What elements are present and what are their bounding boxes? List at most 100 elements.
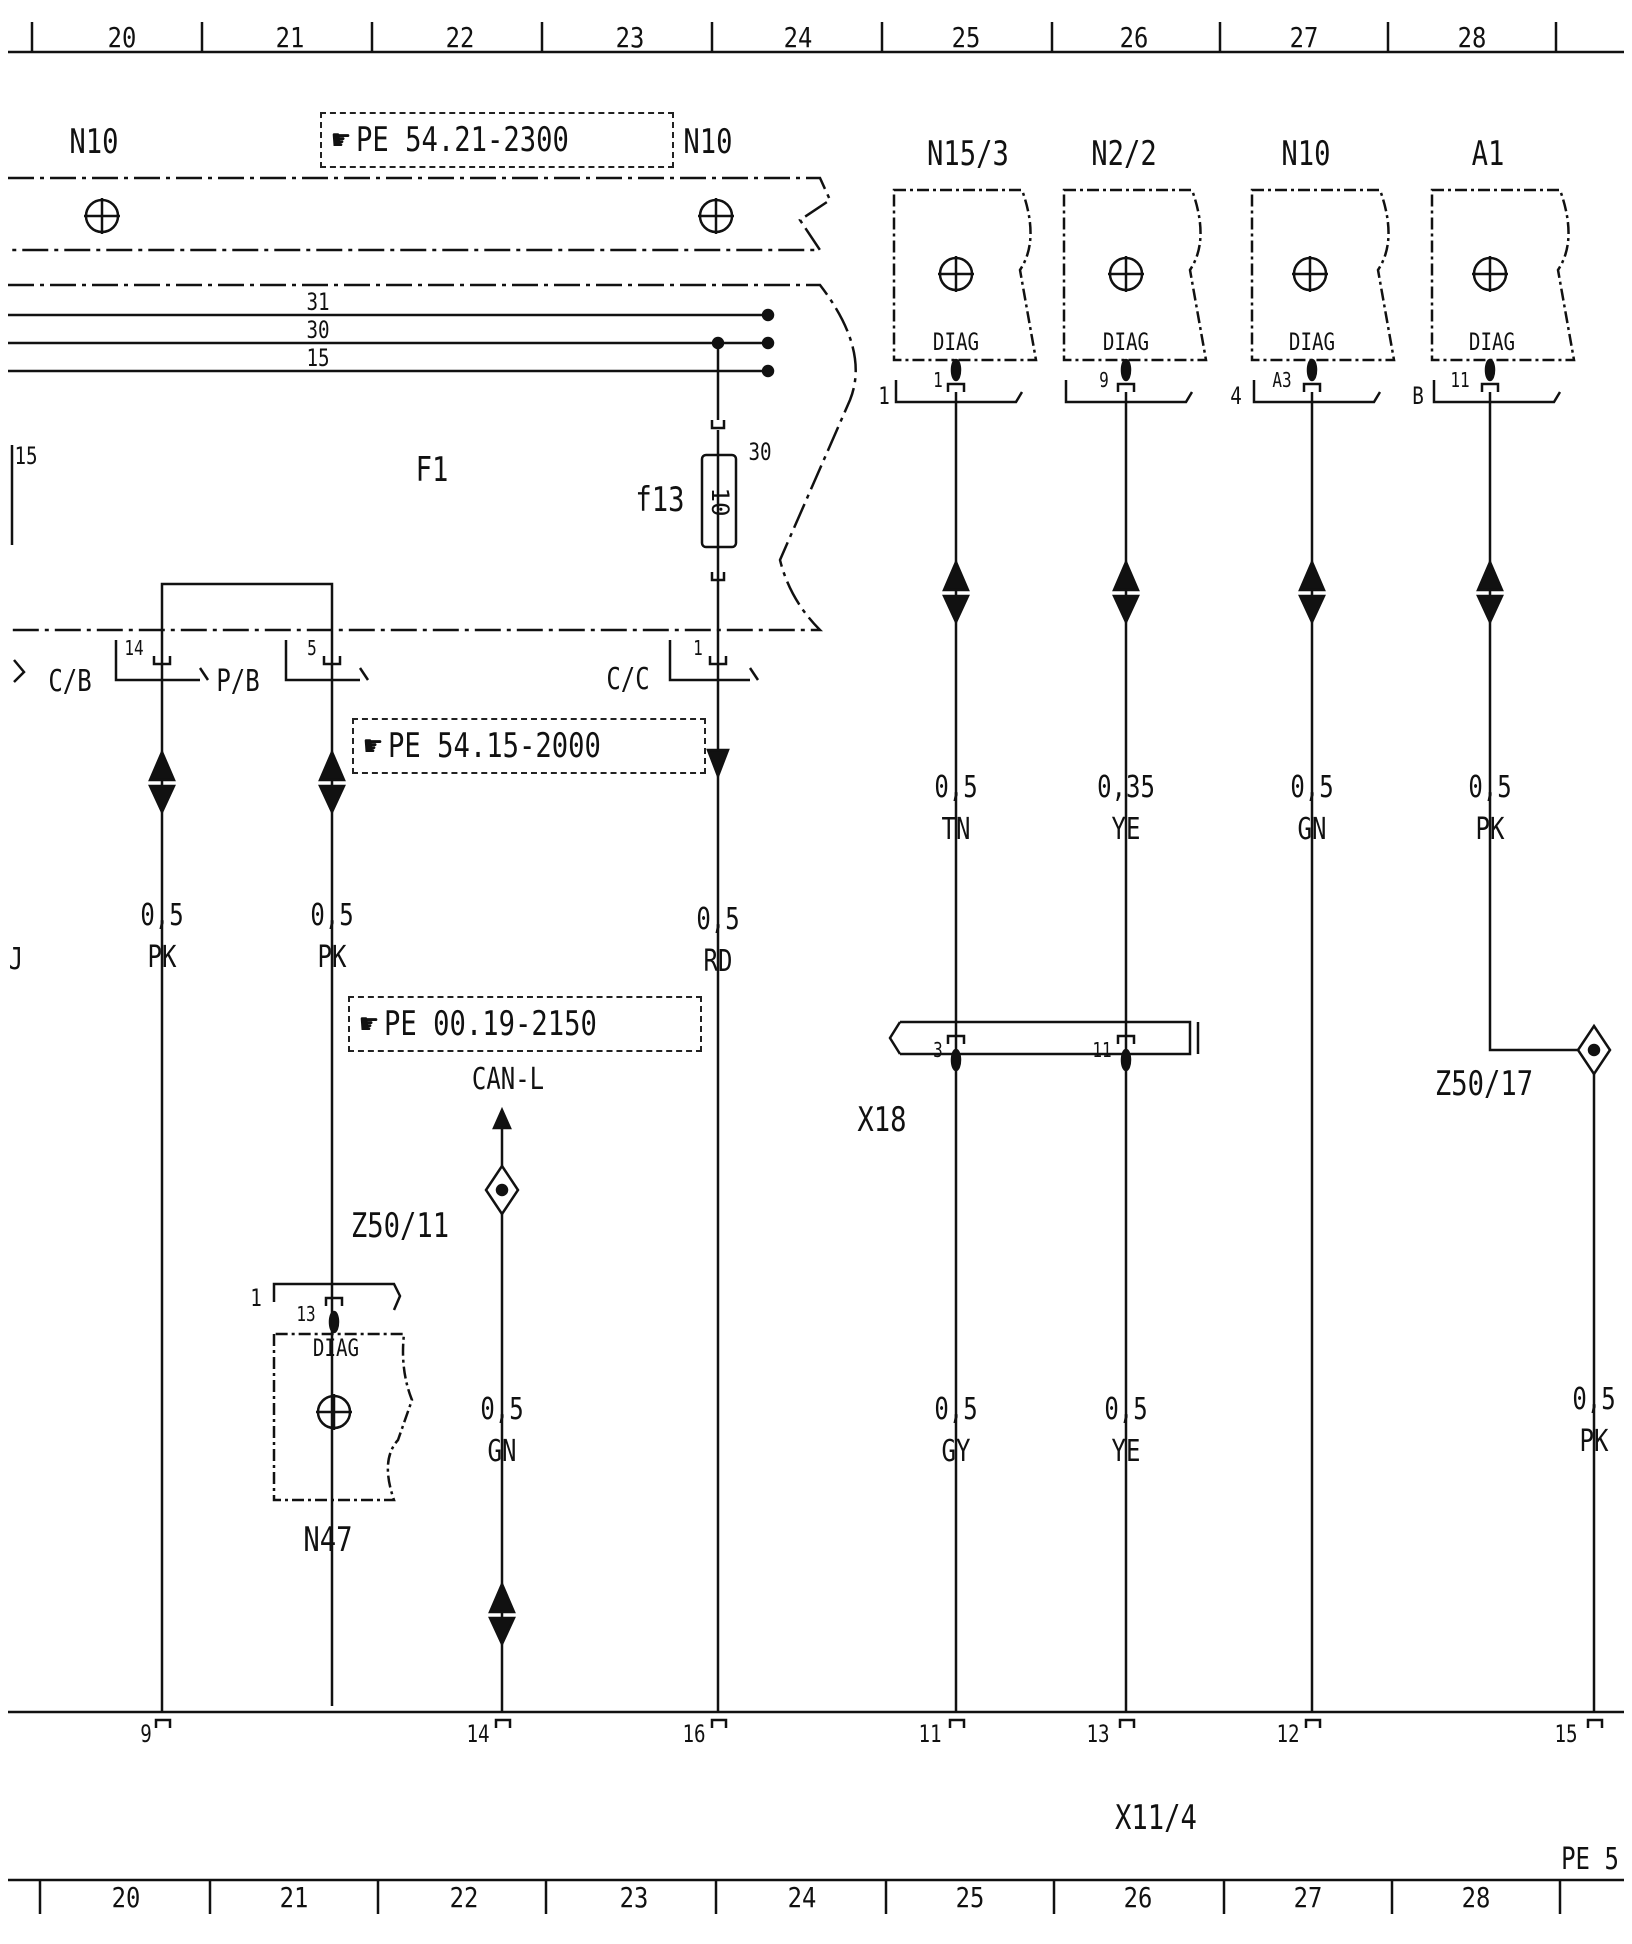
pointing-hand-icon: ☛ [360, 1006, 379, 1042]
wire-size-label: 0,5 [1468, 770, 1512, 805]
label-n15-3: N15/3 [927, 134, 1009, 174]
label-bus-15: 15 [306, 344, 330, 372]
x18-connector [888, 1020, 1200, 1072]
label-fuse-f13: f13 [635, 480, 685, 520]
label-z50-17: Z50/17 [1434, 1064, 1534, 1104]
column-number-top: 25 [951, 21, 981, 54]
label-n15-3-conn: 1 [878, 382, 890, 410]
column-number-top: 27 [1289, 21, 1319, 54]
wire-color-label: PK [317, 940, 347, 975]
wire-size-label: 0,5 [310, 898, 354, 933]
ref-text-54-21: PE 54.21-2300 [356, 120, 569, 160]
label-can-l: CAN-L [471, 1062, 545, 1097]
label-pin-5: 5 [307, 636, 317, 660]
label-conn-cc: C/C [606, 662, 650, 697]
n10-band [8, 176, 832, 252]
fuse-f13-symbol [700, 343, 738, 645]
label-x18-pin-3: 3 [933, 1038, 943, 1062]
wire-color-label: GY [941, 1434, 971, 1469]
diag-label-n47: DIAG [312, 1334, 360, 1362]
label-n10-conn: 4 [1230, 382, 1242, 410]
label-n15-3-pin: 1 [933, 368, 943, 392]
pointing-hand-icon: ☛ [332, 122, 351, 158]
column-number-top: 23 [615, 21, 645, 54]
label-z50-11: Z50/11 [350, 1206, 450, 1246]
right-inline-connectors [942, 558, 1504, 625]
label-pin-1-cc: 1 [693, 636, 703, 660]
label-bus-30: 30 [306, 316, 330, 344]
column-number-bottom: 28 [1461, 1881, 1491, 1914]
label-n47-pin: 13 [296, 1302, 316, 1326]
diag-label-n2-2: DIAG [1102, 328, 1150, 356]
label-edge-j: J [8, 942, 24, 977]
label-n2-2-pin: 9 [1099, 368, 1109, 392]
label-f1: F1 [415, 450, 449, 490]
label-bus-31: 31 [306, 288, 330, 316]
column-number-top: 28 [1457, 21, 1487, 54]
wire-size-label: 0,5 [696, 902, 740, 937]
inline-connectors [148, 748, 730, 1647]
wire-color-label: YE [1111, 812, 1141, 847]
x11-4-pin: 15 [1554, 1720, 1578, 1748]
n47-module [272, 1282, 414, 1502]
label-terminal-30: 30 [748, 438, 772, 466]
label-conn-pb: P/B [216, 664, 260, 699]
column-number-bottom: 27 [1293, 1881, 1323, 1914]
ref-text-00-19: PE 00.19-2150 [384, 1004, 597, 1044]
label-conn-cb: C/B [48, 664, 92, 699]
label-a1: A1 [1471, 134, 1505, 174]
page-ref: PE 5 [1561, 1842, 1619, 1877]
wire-color-label: GN [487, 1434, 517, 1469]
label-x18-pin-11: 11 [1092, 1038, 1112, 1062]
column-number-bottom: 26 [1123, 1881, 1153, 1914]
z50-17-splice [1576, 1023, 1612, 1077]
wire-color-label: RD [703, 944, 733, 979]
x11-4-rail [8, 1710, 1624, 1728]
x11-4-pin: 9 [140, 1720, 152, 1748]
wire-color-label: TN [941, 812, 971, 847]
wire-size-label: 0,5 [140, 898, 184, 933]
wire-color-label: PK [1579, 1424, 1609, 1459]
label-n10-ecu: N10 [1281, 134, 1331, 174]
wire-size-label: 0,5 [934, 770, 978, 805]
ref-box-54-21[interactable]: ☛ PE 54.21-2300 [320, 112, 674, 168]
label-terminal-15-edge: 15 [14, 442, 38, 470]
column-number-top: 22 [445, 21, 475, 54]
diag-label-n10: DIAG [1288, 328, 1336, 356]
diag-label-n15-3: DIAG [932, 328, 980, 356]
pointing-hand-icon: ☛ [364, 728, 383, 764]
column-number-bottom: 24 [787, 1881, 817, 1914]
label-x18: X18 [857, 1100, 907, 1140]
label-n10-right: N10 [683, 122, 733, 162]
pin-symbols [152, 656, 728, 666]
label-a1-conn: B [1412, 382, 1424, 410]
ref-box-00-19[interactable]: ☛ PE 00.19-2150 [348, 996, 702, 1052]
label-n47-conn: 1 [250, 1284, 262, 1312]
left-wires [160, 645, 720, 1712]
wire-size-label: 0,5 [480, 1392, 524, 1427]
can-l-line [484, 1106, 520, 1217]
label-fuse-rating: 10 [706, 487, 734, 517]
x11-4-pin: 16 [682, 1720, 706, 1748]
x11-4-pin: 14 [466, 1720, 490, 1748]
wire-size-label: 0,5 [1572, 1382, 1616, 1417]
x11-4-pin: 11 [918, 1720, 942, 1748]
f1-box [8, 283, 857, 632]
column-number-bottom: 20 [111, 1881, 141, 1914]
ref-box-54-15[interactable]: ☛ PE 54.15-2000 [352, 718, 706, 774]
column-number-top: 20 [107, 21, 137, 54]
column-number-top: 24 [783, 21, 813, 54]
column-number-bottom: 22 [449, 1881, 479, 1914]
wire-color-label: GN [1297, 812, 1327, 847]
n10-band-symbols [84, 198, 734, 234]
column-number-bottom: 23 [619, 1881, 649, 1914]
bottom-column-header [8, 1878, 1624, 1914]
bus-lines [8, 308, 775, 378]
wire-color-label: YE [1111, 1434, 1141, 1469]
column-number-top: 21 [275, 21, 305, 54]
x11-4-pin: 12 [1276, 1720, 1300, 1748]
wire-color-label: PK [147, 940, 177, 975]
column-number-bottom: 25 [955, 1881, 985, 1914]
diag-label-a1: DIAG [1468, 328, 1516, 356]
